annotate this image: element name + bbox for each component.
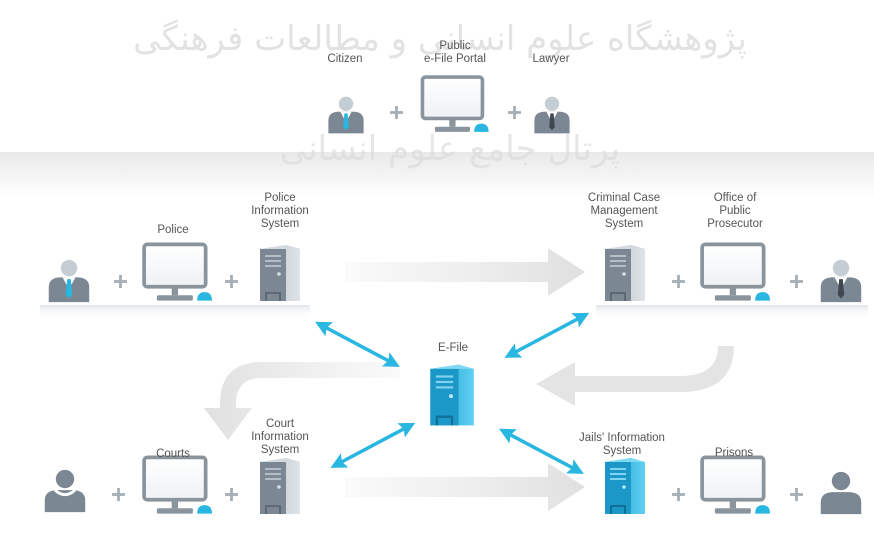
lawyer-actor <box>534 96 570 134</box>
police-actor <box>48 259 90 303</box>
label-ccms: Criminal Case Management System <box>587 192 661 230</box>
police-monitor-icon <box>142 242 212 303</box>
label-citizen: Citizen <box>327 53 363 65</box>
label-prisons: Prisons <box>714 447 754 459</box>
plus-icon <box>225 488 238 501</box>
plus-icon <box>114 275 127 288</box>
public-portal-monitor-icon <box>420 75 489 134</box>
label-public-portal: Public e-File Portal <box>424 40 486 65</box>
plus-icon <box>672 275 685 288</box>
plus-icon <box>225 275 238 288</box>
courts-monitor-icon <box>142 455 212 516</box>
label-lawyer: Lawyer <box>532 53 570 65</box>
watermark: پژوهشگاه علوم انسانی و مطالعات فرهنگی پر… <box>133 19 747 169</box>
watermark-line-1: پژوهشگاه علوم انسانی و مطالعات فرهنگی <box>133 19 747 59</box>
prisons-actor <box>820 471 862 515</box>
label-efile: E-File <box>437 342 469 354</box>
flow-arrow-police-to-ccms <box>345 248 585 296</box>
jails-is-server-icon <box>603 456 647 516</box>
label-prosecutor: Office of Public Prosecutor <box>707 192 763 230</box>
watermark-line-2: پرتال جامع علوم انسانی <box>280 129 620 169</box>
reflection <box>596 305 868 319</box>
prosecutor-monitor-icon <box>700 242 770 303</box>
label-police-is: Police Information System <box>251 192 309 230</box>
flow-arrow-courts-to-jails <box>345 463 585 511</box>
prosecutor-actor <box>820 259 862 303</box>
ccms-server-icon <box>603 243 647 303</box>
citizen-actor <box>328 96 364 134</box>
reflection <box>40 305 310 319</box>
courts-actor <box>43 468 87 514</box>
police-is-server-icon <box>258 243 302 303</box>
plus-icon <box>790 275 803 288</box>
label-courts: Courts <box>156 448 190 460</box>
plus-icon <box>790 488 803 501</box>
flow-arrow-prosecutor-to-efile <box>536 346 734 406</box>
plus-icon <box>112 488 125 501</box>
plus-icon <box>672 488 685 501</box>
plus-icon <box>508 106 521 119</box>
plus-icon <box>390 106 403 119</box>
connector-arrow-ccms-efile <box>498 304 595 367</box>
label-court-is: Court Information System <box>251 418 309 456</box>
flow-arrow-efile-to-courts <box>204 362 400 440</box>
prisons-monitor-icon <box>700 455 770 516</box>
label-jails-is: Jails' Information System <box>579 432 665 457</box>
label-police: Police <box>157 224 189 236</box>
efile-server-icon <box>429 363 475 427</box>
court-is-server-icon <box>258 456 302 516</box>
